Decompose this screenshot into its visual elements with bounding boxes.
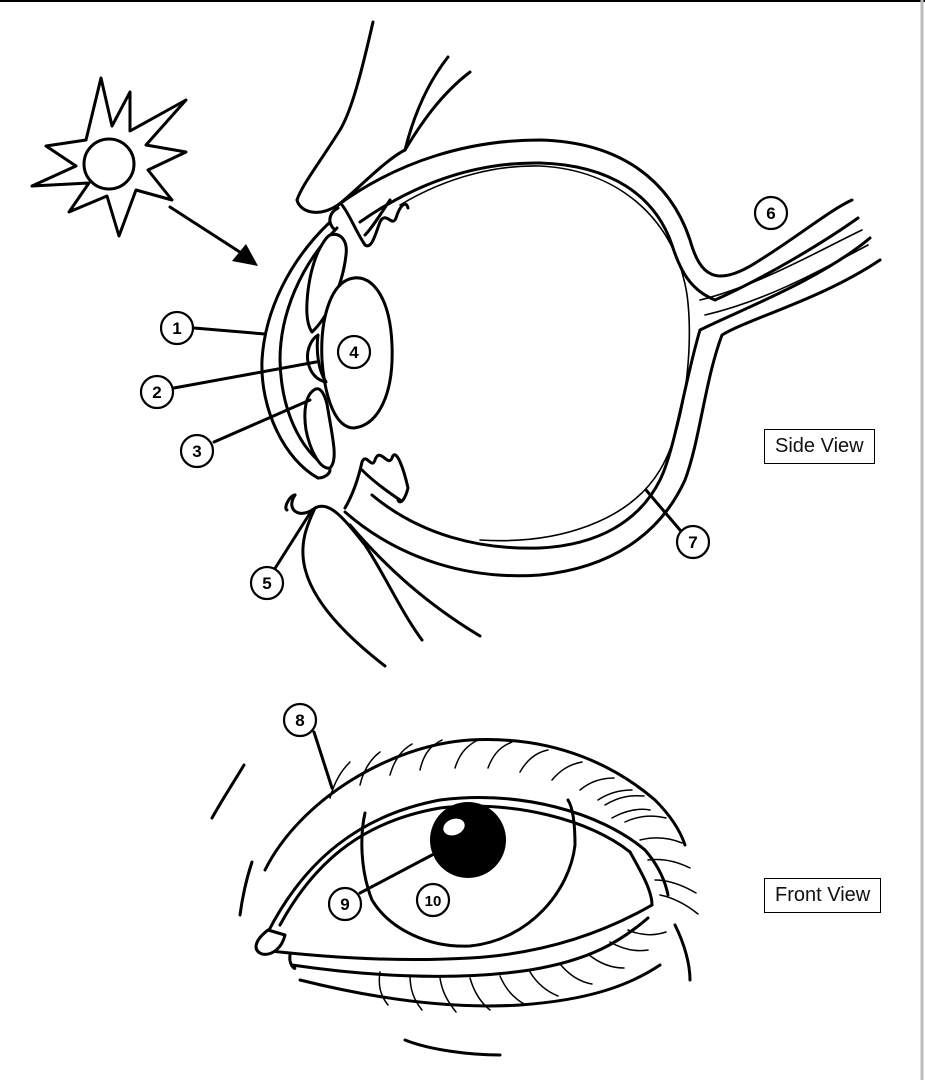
callout-2: 2 <box>139 374 175 410</box>
sun-icon <box>30 76 188 238</box>
svg-text:5: 5 <box>262 574 271 593</box>
callout-10: 10 <box>415 882 451 918</box>
callout-8: 8 <box>282 702 318 738</box>
svg-text:4: 4 <box>349 343 359 362</box>
svg-text:3: 3 <box>192 442 201 461</box>
callout-3: 3 <box>179 433 215 469</box>
callout-4: 4 <box>336 334 372 370</box>
svg-text:10: 10 <box>425 893 442 910</box>
front-view-label: Front View <box>764 878 882 913</box>
svg-text:8: 8 <box>295 711 304 730</box>
callout-1: 1 <box>159 310 195 346</box>
svg-text:9: 9 <box>340 895 349 914</box>
svg-text:2: 2 <box>152 383 161 402</box>
callout-5: 5 <box>249 565 285 601</box>
svg-text:7: 7 <box>688 533 697 552</box>
svg-text:1: 1 <box>172 319 181 338</box>
side-view-eye <box>260 20 882 668</box>
pupil-icon <box>430 802 506 878</box>
side-view-label: Side View <box>764 429 875 464</box>
callout-7: 7 <box>675 524 711 560</box>
front-view-eye <box>210 738 699 1057</box>
svg-text:6: 6 <box>766 204 775 223</box>
callout-leader-lines <box>172 326 682 895</box>
light-arrow-icon <box>168 205 258 266</box>
callout-9: 9 <box>327 886 363 922</box>
callout-6: 6 <box>753 195 789 231</box>
